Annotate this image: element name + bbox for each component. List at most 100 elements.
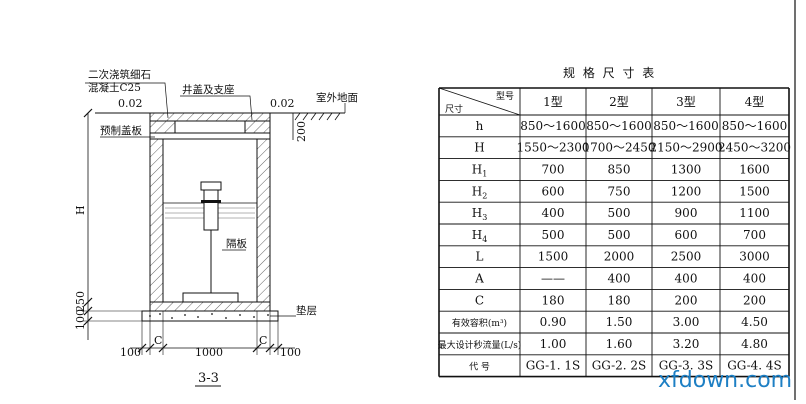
table-header-diagonal	[438, 87, 521, 116]
table-cell: 1200	[671, 184, 702, 198]
table-row-label: L	[476, 250, 484, 264]
table-cell: 400	[743, 272, 766, 286]
label-pour-concrete-1: 二次浇筑细石	[88, 68, 151, 81]
cushion-dots	[149, 313, 269, 319]
table-cell: 850～1600	[722, 119, 787, 133]
table-column-header: 4型	[745, 95, 765, 109]
table-cell: 900	[675, 206, 698, 220]
dim-100-left: 100	[120, 346, 141, 359]
table-cell: 2450～3200	[718, 141, 791, 155]
table-cell: 600	[542, 184, 565, 198]
pipe-flange	[201, 200, 221, 203]
pipe-body	[203, 189, 219, 231]
table-cell: 4.80	[741, 337, 768, 351]
dim-ext-horizontal	[141, 311, 279, 355]
table-title: 规 格 尺 寸 表	[563, 65, 656, 80]
table-cell: GG-2. 2S	[592, 359, 647, 373]
table-cell: 1300	[671, 163, 702, 177]
table-row-label: H	[474, 141, 484, 155]
table-cell: 2150～2900	[649, 141, 722, 155]
cap-block-left	[149, 120, 176, 134]
table-cell: 400	[675, 272, 698, 286]
partition-base	[182, 292, 239, 303]
table-cell: 1550～2300	[516, 141, 589, 155]
leader-cover-frame	[180, 95, 253, 121]
table-cell: 4.50	[741, 315, 768, 329]
table-cell: 500	[608, 206, 631, 220]
table-cell: ——	[541, 272, 565, 286]
label-cushion: 垫层	[296, 304, 317, 317]
section-drawing: 二次浇筑细石 混凝土C25 井盖及支座 室外地面 预制盖板 隔板 垫层 0.02…	[74, 68, 358, 387]
table-cell: 200	[743, 293, 766, 307]
table-cell: 2500	[671, 250, 702, 264]
dim-C-right: C	[259, 334, 267, 347]
table-cell: 3000	[739, 250, 770, 264]
dim-250: 250	[74, 291, 87, 312]
table-cell: 850～1600	[586, 119, 651, 133]
table-cell: 180	[542, 293, 565, 307]
table-cell: 850	[608, 163, 631, 177]
table-cell: GG-1. 1S	[526, 359, 581, 373]
table-cell: 1.00	[540, 337, 567, 351]
dim-C-left: C	[154, 334, 162, 347]
dim-002-left: 0.02	[118, 97, 143, 110]
dim-002-right: 0.02	[270, 97, 295, 110]
table-cell: 700	[743, 228, 766, 242]
table-cell: 1100	[739, 206, 770, 220]
table-cell: 180	[608, 293, 631, 307]
table-cell: 700	[542, 163, 565, 177]
table-cell: 500	[542, 228, 565, 242]
table-row-label: H3	[472, 206, 488, 222]
precast-cover-slab	[149, 132, 271, 140]
table-cell: 850～1600	[520, 119, 585, 133]
dim-100-right: 100	[280, 346, 301, 359]
table-row-label-subscript: 3	[482, 213, 487, 222]
table-row-label: 有效容积(m³)	[452, 317, 507, 329]
label-partition: 隔板	[226, 237, 247, 250]
table-cell: 1.50	[606, 315, 633, 329]
label-precast-cover: 预制盖板	[100, 124, 142, 137]
table-row-label: 最大设计秒流量(L/s)	[438, 339, 522, 351]
table-cell: 850～1600	[653, 119, 718, 133]
table-row-label-subscript: 2	[482, 191, 487, 200]
table-cell: 1700～2450	[582, 141, 655, 155]
table-cell: 1500	[739, 184, 770, 198]
cushion-layer	[141, 310, 279, 322]
table-row-label: A	[474, 272, 484, 286]
table-cell: 2000	[604, 250, 635, 264]
table-cell: GG-3. 3S	[659, 359, 714, 373]
table-row-label: H2	[472, 184, 488, 200]
watermark: xfdown.com	[658, 368, 792, 393]
table-cell: GG-4. 4S	[727, 359, 782, 373]
label-pour-concrete-2: 混凝土C25	[88, 81, 141, 94]
table-cell: 400	[542, 206, 565, 220]
table-row-label-subscript: 1	[482, 170, 487, 179]
table-cell: 3.00	[673, 315, 700, 329]
bottom-slab	[149, 301, 271, 312]
wall-left	[149, 138, 164, 303]
table-header-size: 尺寸	[445, 103, 463, 115]
table-row-label: H1	[472, 163, 488, 179]
label-outdoor-ground: 室外地面	[316, 91, 358, 104]
table-column-header: 3型	[676, 95, 696, 109]
table-cell: 600	[675, 228, 698, 242]
section-label: 3-3	[198, 371, 219, 386]
table-cell: 3.20	[673, 337, 700, 351]
table-column-header: 2型	[609, 95, 629, 109]
label-cover-frame: 井盖及支座	[182, 83, 235, 96]
table-cell: 1600	[739, 163, 770, 177]
table-cell: 1500	[538, 250, 569, 264]
table-cell: 750	[608, 184, 631, 198]
table-cell: 400	[608, 272, 631, 286]
table-header-type: 型号	[496, 91, 514, 102]
dim-200: 200	[295, 121, 308, 142]
table-cell: 0.90	[540, 315, 567, 329]
table-cell: 1.60	[606, 337, 633, 351]
cap-block-right	[244, 120, 271, 134]
dim-100-vertical: 100	[74, 309, 87, 330]
table-column-header: 1型	[543, 95, 563, 109]
table-row-label: h	[476, 119, 484, 133]
